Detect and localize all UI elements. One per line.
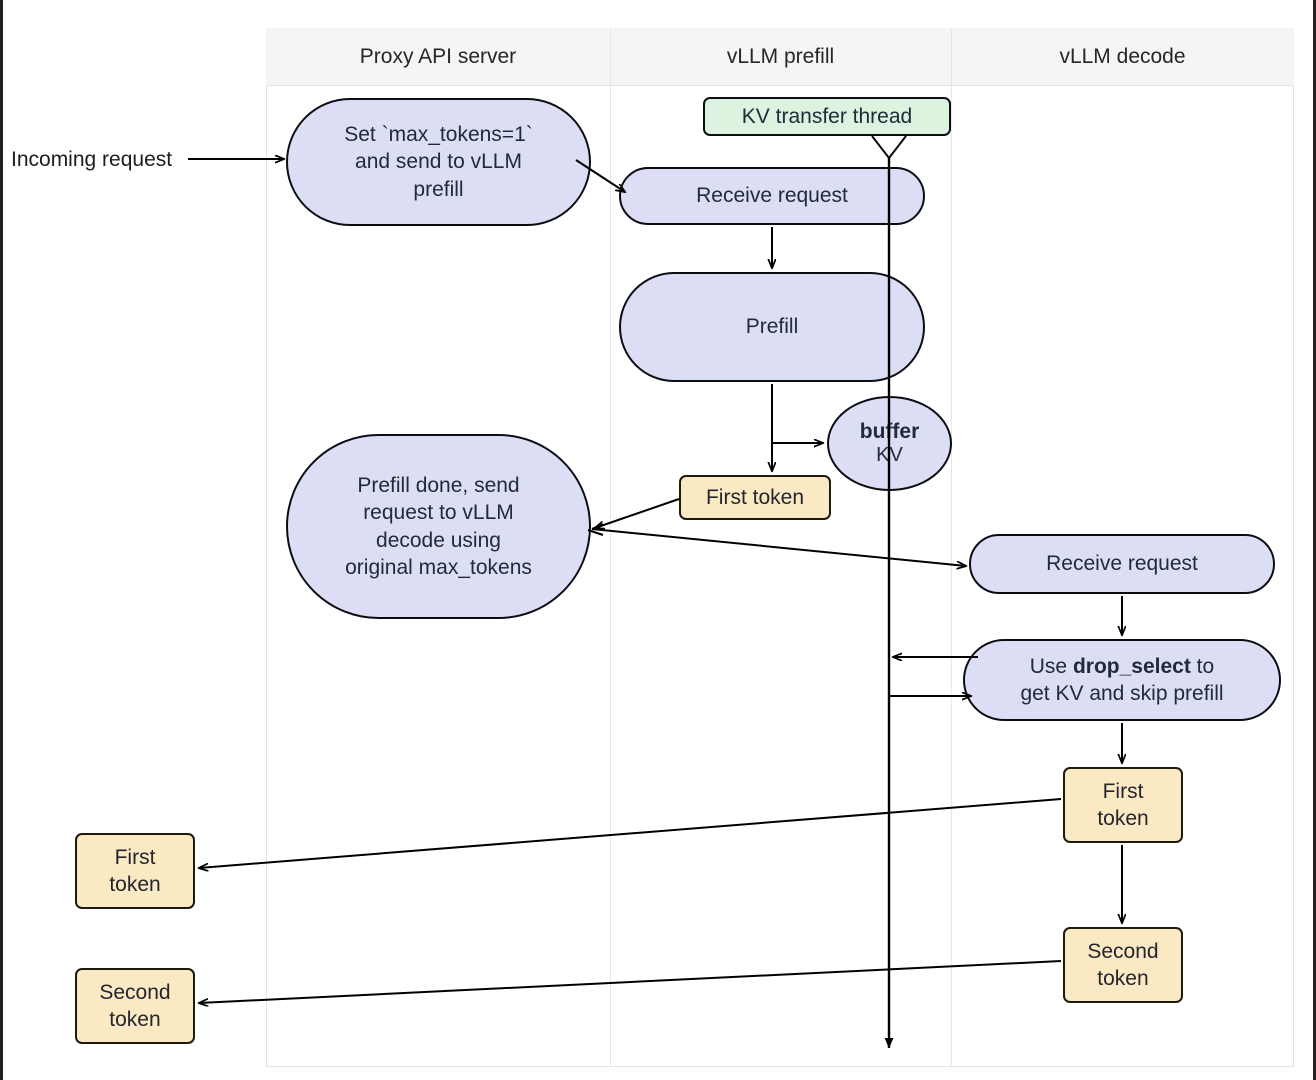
diagram-canvas: Proxy API server vLLM prefill vLLM decod…	[3, 0, 1316, 1080]
set-max-tokens-line3: prefill	[413, 177, 464, 201]
node-decode-receive-request[interactable]: Receive request	[969, 534, 1275, 594]
lane-header-proxy-label: Proxy API server	[359, 45, 517, 68]
proxy-first-token-line1: First	[114, 845, 156, 869]
set-max-tokens-line2: and send to vLLM	[355, 150, 522, 174]
node-set-max-tokens[interactable]: Set `max_tokens=1` and send to vLLM pref…	[286, 98, 591, 226]
decode-first-token-line1: First	[1102, 779, 1144, 803]
decode-first-token-line2: token	[1097, 807, 1149, 830]
proxy-second-token-line2: token	[109, 1008, 161, 1031]
buffer-kv-bold-label: buffer	[859, 419, 920, 443]
lane-divider-2	[951, 28, 952, 1067]
node-decode-first-token[interactable]: First token	[1063, 767, 1183, 843]
node-prefill-receive-request[interactable]: Receive request	[619, 167, 925, 225]
prefill-done-line2: request to vLLM	[363, 501, 514, 525]
prefill-receive-request-label: Receive request	[696, 184, 848, 208]
lane-header-prefill-label: vLLM prefill	[726, 45, 835, 68]
set-max-tokens-line1: Set `max_tokens=1`	[344, 123, 533, 147]
prefill-done-line1: Prefill done, send	[357, 473, 520, 497]
note-kv-transfer-thread[interactable]: KV transfer thread	[703, 97, 951, 136]
node-prefill-first-token[interactable]: First token	[679, 475, 831, 520]
node-proxy-second-token[interactable]: Second token	[75, 968, 195, 1044]
lane-header-proxy: Proxy API server	[266, 28, 610, 86]
prefill-first-token-label: First token	[705, 485, 805, 509]
buffer-kv-label: KV	[876, 444, 903, 467]
drop-select-line2: get KV and skip prefill	[1020, 682, 1224, 705]
node-prefill-step[interactable]: Prefill	[619, 272, 925, 382]
node-prefill-done[interactable]: Prefill done, send request to vLLM decod…	[286, 434, 591, 619]
drop-select-suffix: to	[1190, 654, 1215, 678]
node-drop-select[interactable]: Use drop_select to get KV and skip prefi…	[963, 639, 1281, 721]
drop-select-bold: drop_select	[1072, 654, 1191, 678]
kv-transfer-thread-label: KV transfer thread	[741, 104, 913, 128]
lane-header-decode: vLLM decode	[951, 28, 1294, 86]
lane-header-prefill: vLLM prefill	[610, 28, 951, 86]
prefill-done-line3: decode using	[376, 528, 501, 552]
drop-select-line1: Use drop_select to	[1020, 653, 1223, 680]
lane-header-decode-label: vLLM decode	[1059, 45, 1186, 68]
drop-select-prefix: Use	[1029, 654, 1073, 678]
node-decode-second-token[interactable]: Second token	[1063, 927, 1183, 1003]
decode-second-token-line1: Second	[1087, 939, 1159, 963]
decode-second-token-line2: token	[1097, 967, 1149, 990]
prefill-step-label: Prefill	[745, 315, 799, 339]
proxy-first-token-line2: token	[109, 873, 161, 896]
proxy-second-token-line1: Second	[99, 980, 171, 1004]
lane-divider-1	[610, 28, 611, 1067]
swimlane-header-band	[266, 28, 1294, 86]
decode-receive-request-label: Receive request	[1046, 552, 1198, 576]
node-proxy-first-token[interactable]: First token	[75, 833, 195, 909]
prefill-done-line4: original max_tokens	[345, 555, 532, 579]
node-buffer-kv[interactable]: buffer KV	[827, 396, 952, 491]
incoming-request-label: Incoming request	[11, 148, 173, 171]
